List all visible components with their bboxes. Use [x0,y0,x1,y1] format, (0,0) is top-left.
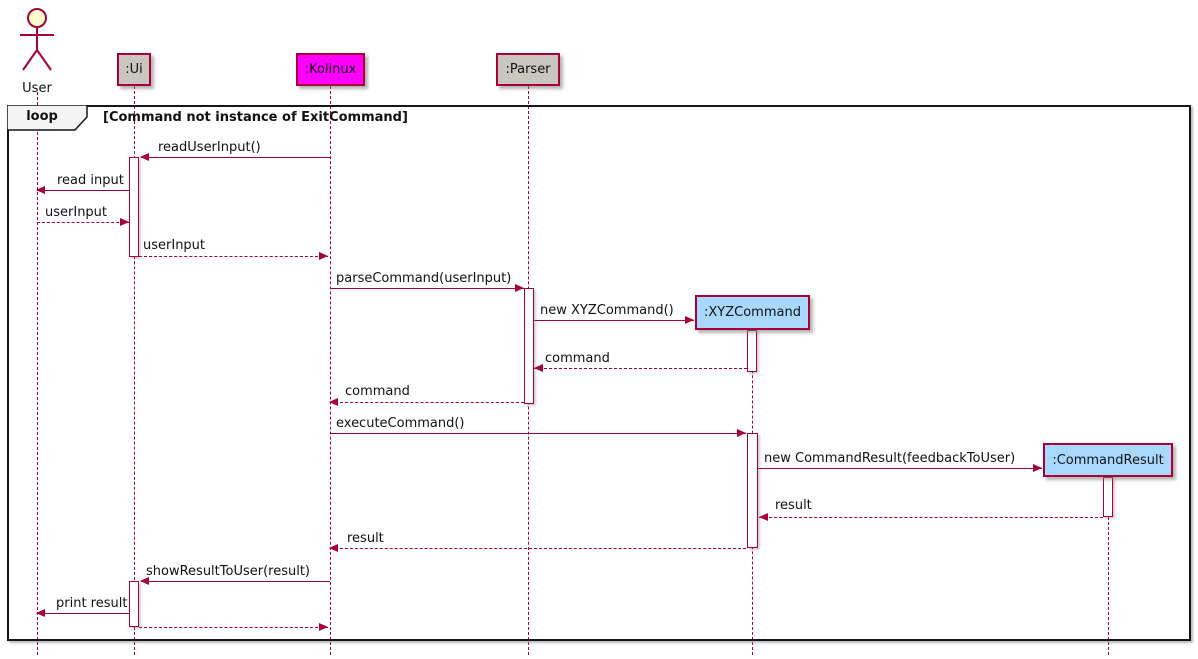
message-line-result-return-2 [330,548,746,549]
arrowhead-left-icon [329,544,338,552]
message-line-result-return-1 [759,517,1103,518]
activation-xyzcommand-2 [747,433,758,548]
arrowhead-left-icon [759,513,768,521]
participant-commandresult: :CommandResult [1043,443,1173,477]
message-label: command [345,384,410,399]
message-label: showResultToUser(result) [146,564,311,579]
activation-commandresult [1103,477,1113,517]
message-line-userinput-forward [139,256,328,257]
loop-condition-label: [Command not instance of ExitCommand] [103,110,408,125]
participant-kolinux-label: :Kolinux [304,62,357,77]
message-line-read-input [37,190,129,191]
activation-xyzcommand-1 [747,330,757,372]
arrowhead-left-icon [534,364,543,372]
arrowhead-right-icon [685,316,694,324]
activation-parser [524,288,534,404]
arrowhead-left-icon [36,609,45,617]
loop-operator-label: loop [26,109,58,124]
actor-user: User [10,4,64,96]
arrowhead-right-icon [120,218,129,226]
message-label: result [775,498,812,513]
activation-ui-1 [129,157,139,257]
participant-ui-label: :Ui [125,62,143,77]
arrowhead-right-icon [515,284,524,292]
loop-frame [7,105,1191,641]
message-line-new-xyzcommand [534,320,694,321]
message-line-showresulttouser [141,581,330,582]
arrowhead-right-icon [319,252,328,260]
participant-parser-label: :Parser [505,62,551,77]
message-label: command [545,351,610,366]
participant-xyzcommand: :XYZCommand [695,295,810,330]
arrowhead-right-icon [319,623,328,631]
participant-xyzcommand-label: :XYZCommand [704,305,801,320]
message-label: userInput [143,238,206,253]
message-line-command-return-1 [534,368,747,369]
message-line-parsecommand [330,288,524,289]
message-label: new XYZCommand() [540,303,674,318]
message-line-command-return-2 [330,402,524,403]
participant-parser: :Parser [496,53,560,86]
message-line-print-result [37,613,129,614]
lifeline-kolinux [330,86,331,655]
message-label: new CommandResult(feedbackToUser) [764,451,1016,466]
message-line-new-commandresult [758,468,1042,469]
message-label: userInput [45,205,108,220]
activation-ui-2 [129,581,139,627]
message-label: result [347,531,384,546]
message-label: read input [57,173,124,188]
message-line-return-unlabeled [139,627,328,628]
message-line-executecommand [330,433,746,434]
lifeline-commandresult [1108,477,1109,655]
participant-kolinux: :Kolinux [296,53,365,86]
message-label: readUserInput() [158,140,261,155]
participant-commandresult-label: :CommandResult [1052,452,1164,468]
lifeline-ui [134,86,135,655]
lifeline-user [37,92,38,655]
message-line-readuserinput [141,157,330,158]
actor-label: User [22,81,52,96]
message-label: parseCommand(userInput) [336,271,512,286]
participant-ui: :Ui [117,53,151,86]
loop-frame-tab: loop [7,105,89,131]
arrowhead-left-icon [140,577,149,585]
arrowhead-left-icon [140,153,149,161]
arrowhead-right-icon [737,429,746,437]
message-label: print result [56,596,128,611]
arrowhead-left-icon [329,398,338,406]
message-line-userinput-return [37,222,129,223]
stick-figure-icon [20,8,54,71]
arrowhead-left-icon [36,186,45,194]
message-label: executeCommand() [336,416,465,431]
arrowhead-right-icon [1033,464,1042,472]
